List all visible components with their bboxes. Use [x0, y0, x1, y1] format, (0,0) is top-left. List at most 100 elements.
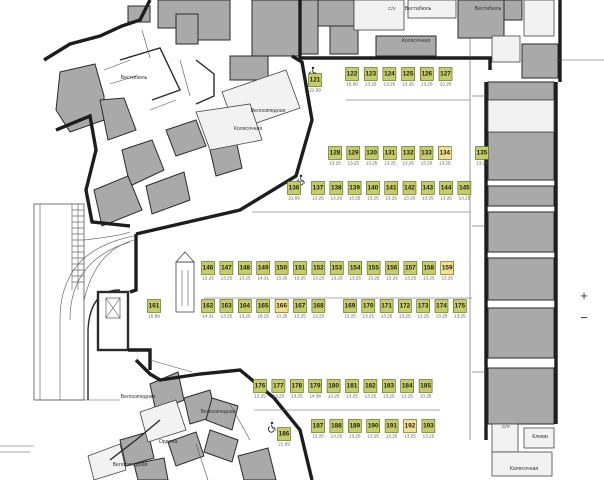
zoom-in-button[interactable]: + — [572, 287, 596, 305]
parking-spot-box[interactable] — [329, 261, 344, 275]
parking-spot-box[interactable] — [421, 419, 436, 433]
parking-spot-box[interactable] — [238, 261, 252, 275]
parking-spot-box[interactable] — [402, 181, 417, 195]
parking-spot-box[interactable] — [345, 67, 359, 81]
parking-spot-box[interactable] — [403, 419, 417, 433]
parking-spot-box[interactable] — [475, 146, 489, 160]
parking-spot-box[interactable] — [274, 261, 289, 275]
parking-spot-box[interactable] — [421, 261, 436, 275]
parking-spot-box[interactable] — [437, 146, 452, 160]
parking-spot-box[interactable] — [293, 299, 307, 313]
parking-spot-box[interactable] — [366, 261, 381, 275]
parking-spot-box[interactable] — [364, 146, 379, 160]
parking-spot-box[interactable] — [256, 261, 271, 275]
parking-spot-box[interactable] — [308, 73, 322, 87]
parking-spot-box[interactable] — [401, 146, 416, 160]
parking-spot-box[interactable] — [346, 146, 361, 160]
parking-spot-box[interactable] — [274, 299, 289, 313]
parking-spot-box[interactable] — [403, 261, 418, 275]
parking-spot-box[interactable] — [383, 146, 397, 160]
parking-spot-box[interactable] — [253, 379, 267, 393]
parking-spot-box[interactable] — [419, 67, 434, 81]
parking-spot-box[interactable] — [419, 146, 434, 160]
parking-spot-box[interactable] — [434, 299, 449, 313]
parking-spot-box[interactable] — [348, 261, 363, 275]
parking-spot-box[interactable] — [379, 299, 394, 313]
parking-spot-box[interactable] — [347, 419, 362, 433]
parking-spot-box[interactable] — [438, 67, 453, 81]
parking-spot-box[interactable] — [287, 181, 301, 195]
parking-spot-box[interactable] — [201, 261, 215, 275]
parking-spot-box[interactable] — [385, 261, 399, 275]
parking-spot-box[interactable] — [420, 181, 435, 195]
parking-spot-box[interactable] — [311, 419, 325, 433]
parking-spot-box[interactable] — [343, 299, 357, 313]
parking-spot-box[interactable] — [147, 299, 161, 313]
parking-spot-box[interactable] — [308, 379, 323, 393]
parking-spot-box[interactable] — [363, 67, 378, 81]
zoom-out-button[interactable]: − — [572, 309, 596, 327]
parking-spot-box[interactable] — [219, 299, 234, 313]
parking-spot-box[interactable] — [457, 181, 472, 195]
parking-spot-box[interactable] — [329, 419, 344, 433]
parking-spot-box[interactable] — [256, 299, 271, 313]
parking-spot-box[interactable] — [366, 419, 381, 433]
parking-spot-box[interactable] — [311, 261, 326, 275]
parking-spot-box[interactable] — [219, 261, 234, 275]
parking-spot-box[interactable] — [363, 379, 378, 393]
parking-spot-box[interactable] — [238, 299, 252, 313]
